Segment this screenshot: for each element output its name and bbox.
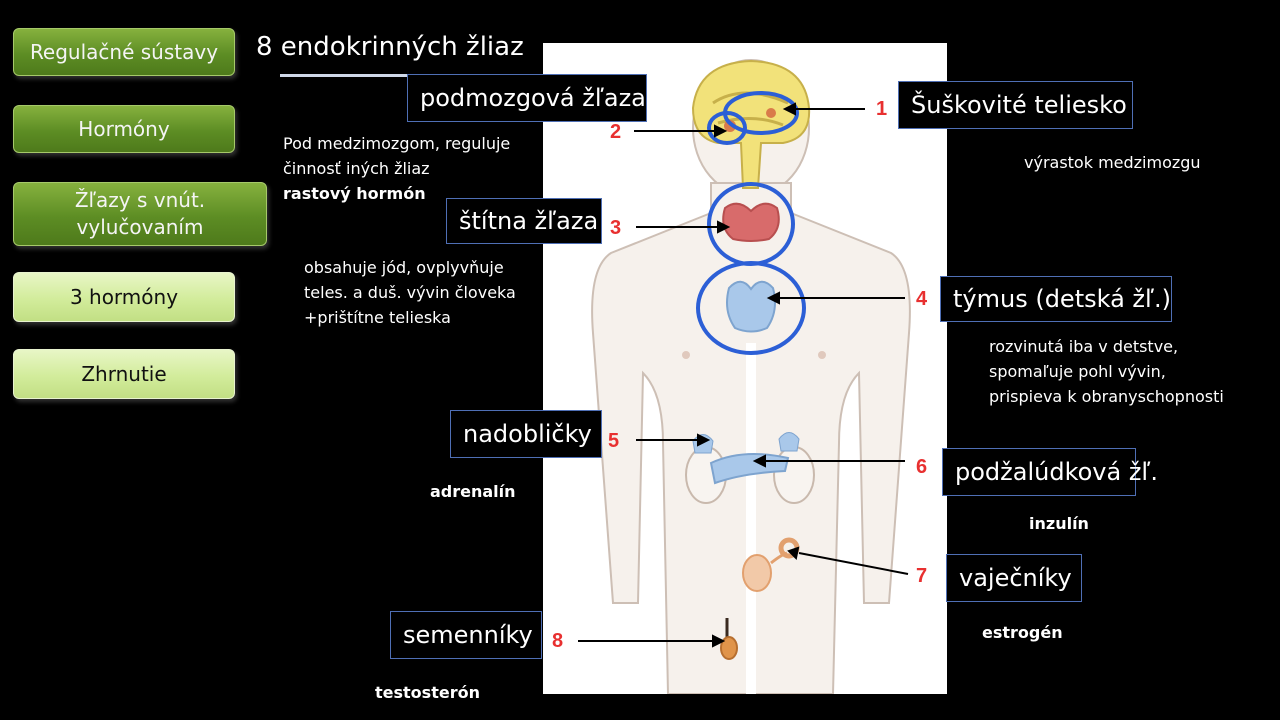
- label-podzaludkova: podžalúdková žľ.: [942, 448, 1158, 496]
- label-semenniky: semenníky: [390, 611, 542, 659]
- label-tymus: týmus (detská žľ.): [940, 276, 1172, 322]
- thymus-shape: [726, 280, 776, 333]
- gland-numbers: 1 2 3 4 5 6 7 8: [552, 98, 928, 652]
- note-pituitary-1: Pod medzimozgom, reguluje: [283, 134, 511, 153]
- note-pancreas: inzulín: [1029, 514, 1089, 533]
- diagram-panel: 1 2 3 4 5 6 7 8: [543, 43, 947, 695]
- note-thyroid-2: teles. a duš. vývin človeka: [304, 283, 516, 302]
- nav-button-hormony[interactable]: Hormóny: [13, 105, 235, 153]
- nav-button-3-hormony[interactable]: 3 hormóny: [13, 272, 235, 322]
- number-7: 7: [916, 565, 927, 587]
- right-nipple: [818, 351, 826, 359]
- number-2: 2: [610, 121, 621, 143]
- annotation-circles: [696, 91, 806, 355]
- thyroid-shape: [722, 202, 780, 242]
- note-ovaries: estrogén: [982, 623, 1063, 642]
- number-4: 4: [916, 288, 928, 310]
- number-1: 1: [876, 98, 887, 120]
- note-pituitary-2: činnosť iných žliaz: [283, 159, 430, 178]
- note-thymus-2: spomaľuje pohl vývin,: [989, 362, 1166, 381]
- label-stitna-zlaza: štítna žľaza: [446, 198, 602, 244]
- note-adrenal: adrenalín: [430, 482, 516, 501]
- page-title: 8 endokrinných žliaz: [256, 32, 524, 62]
- testis-shape: [720, 618, 738, 660]
- left-nipple: [682, 351, 690, 359]
- nav-button-regulacne-sustavy[interactable]: Regulačné sústavy: [13, 28, 235, 76]
- label-nadoblicky: nadobličky: [450, 410, 602, 458]
- note-testes: testosterón: [375, 683, 480, 702]
- label-podmozgova-zlaza: podmozgová žľaza: [407, 74, 647, 122]
- note-thyroid-3: +prištítne telieska: [304, 308, 451, 327]
- number-6: 6: [916, 456, 927, 478]
- nav-button-zhrnutie[interactable]: Zhrnutie: [13, 349, 235, 399]
- note-thymus-1: rozvinutá iba v detstve,: [989, 337, 1179, 356]
- note-thymus-3: prispieva k obranyschopnosti: [989, 387, 1224, 406]
- note-pineal: výrastok medzimozgu: [1024, 153, 1201, 172]
- number-8: 8: [552, 630, 563, 652]
- title-underline: [280, 74, 464, 77]
- number-3: 3: [610, 217, 621, 239]
- label-vajecniky: vaječníky: [946, 554, 1082, 602]
- kidneys-adrenals: [685, 432, 815, 504]
- note-pituitary-3: rastový hormón: [283, 184, 426, 203]
- note-thyroid-1: obsahuje jód, ovplyvňuje: [304, 258, 504, 277]
- body-diagram: 1 2 3 4 5 6 7 8: [552, 59, 928, 695]
- number-5: 5: [608, 430, 619, 452]
- label-suskovite-teliesko: Šuškovité teliesko: [898, 81, 1133, 129]
- nav-button-zlazy[interactable]: Žľazy s vnút. vylučovaním: [13, 182, 267, 246]
- pointer-arrows: [578, 102, 909, 648]
